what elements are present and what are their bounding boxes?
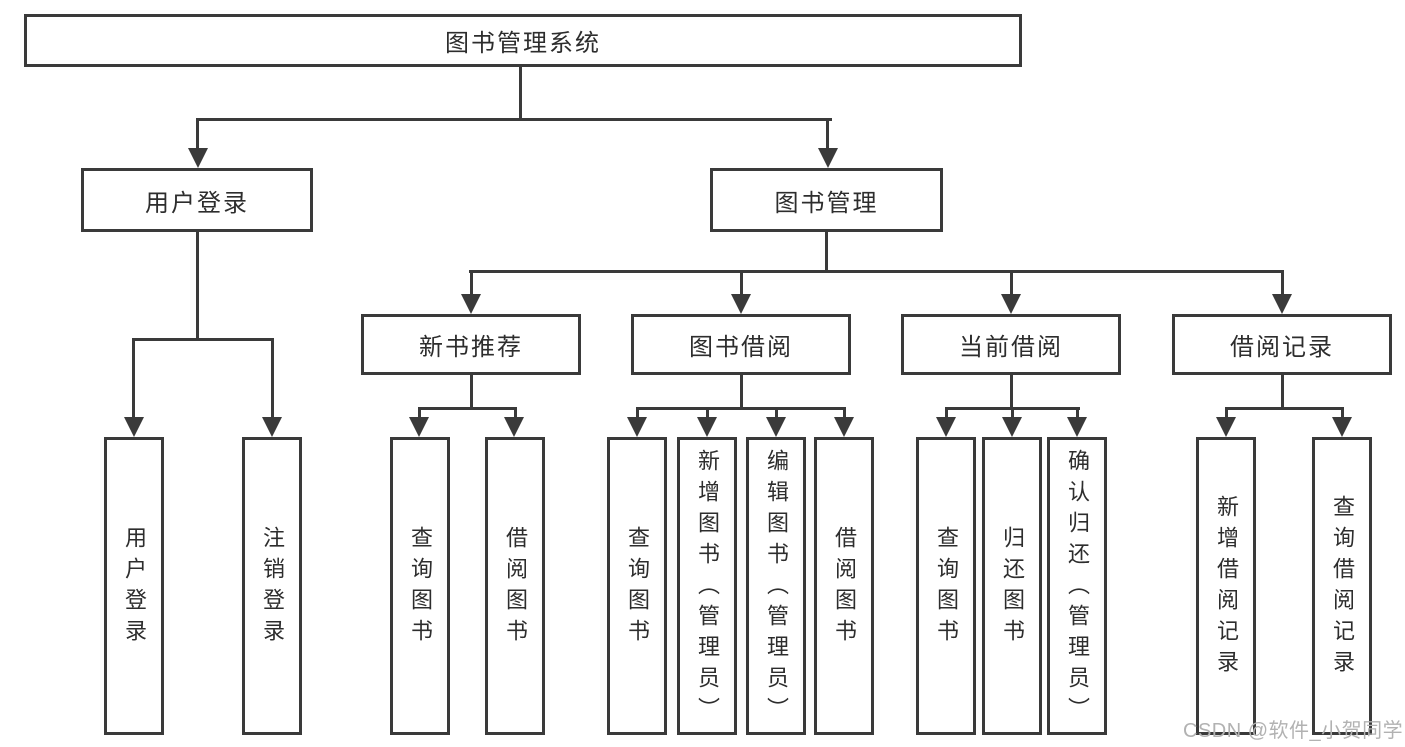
connector-line <box>843 407 846 419</box>
leaf-query-books-current: 查询图书 <box>916 437 976 735</box>
leaf-return-books: 归还图书 <box>982 437 1042 735</box>
leaf-logout: 注销登录 <box>242 437 302 735</box>
arrow-down-icon <box>936 417 956 437</box>
node-current-borrowing: 当前借阅 <box>901 314 1121 375</box>
connector-line <box>132 338 274 341</box>
arrow-down-icon <box>1272 294 1292 314</box>
arrow-down-icon <box>262 417 282 437</box>
connector-line <box>636 407 846 410</box>
arrow-down-icon <box>818 148 838 168</box>
leaf-query-books-borrowing: 查询图书 <box>607 437 667 735</box>
connector-line <box>470 270 473 296</box>
arrow-down-icon <box>731 294 751 314</box>
connector-line <box>706 407 709 419</box>
arrow-down-icon <box>188 148 208 168</box>
arrow-down-icon <box>627 417 647 437</box>
connector-line <box>1010 270 1013 296</box>
connector-line <box>514 407 517 419</box>
arrow-down-icon <box>124 417 144 437</box>
connector-line <box>519 67 522 120</box>
arrow-down-icon <box>504 417 524 437</box>
connector-line <box>418 407 421 419</box>
node-new-book-recommendation: 新书推荐 <box>361 314 581 375</box>
arrow-down-icon <box>1067 417 1087 437</box>
connector-line <box>1281 270 1284 296</box>
connector-line <box>740 375 743 409</box>
connector-line <box>196 118 832 121</box>
node-user-login: 用户登录 <box>81 168 313 232</box>
connector-line <box>418 407 517 410</box>
connector-line <box>1076 407 1079 419</box>
connector-line <box>132 338 135 417</box>
leaf-borrow-books-recommend: 借阅图书 <box>485 437 545 735</box>
leaf-user-login: 用户登录 <box>104 437 164 735</box>
leaf-confirm-return-admin: 确认归还（管理员） <box>1047 437 1107 735</box>
connector-line <box>1341 407 1344 419</box>
connector-line <box>636 407 639 419</box>
arrow-down-icon <box>1002 417 1022 437</box>
arrow-down-icon <box>697 417 717 437</box>
connector-line <box>1225 407 1228 419</box>
leaf-query-books-recommend: 查询图书 <box>390 437 450 735</box>
node-library-management-system: 图书管理系统 <box>24 14 1022 67</box>
leaf-borrow-books-borrowing: 借阅图书 <box>814 437 874 735</box>
connector-line <box>1281 375 1284 409</box>
watermark: CSDN @软件_小贺同学 <box>1183 720 1404 742</box>
connector-line <box>1011 407 1014 419</box>
arrow-down-icon <box>1001 294 1021 314</box>
node-borrowing-records: 借阅记录 <box>1172 314 1392 375</box>
connector-line <box>775 407 778 419</box>
connector-line <box>469 270 1283 273</box>
arrow-down-icon <box>409 417 429 437</box>
node-book-borrowing: 图书借阅 <box>631 314 851 375</box>
arrow-down-icon <box>1216 417 1236 437</box>
leaf-add-borrow-record: 新增借阅记录 <box>1196 437 1256 735</box>
arrow-down-icon <box>834 417 854 437</box>
arrow-down-icon <box>1332 417 1352 437</box>
leaf-edit-books-admin: 编辑图书（管理员） <box>746 437 806 735</box>
connector-line <box>740 270 743 296</box>
connector-line <box>1010 375 1013 409</box>
connector-line <box>196 232 199 340</box>
arrow-down-icon <box>766 417 786 437</box>
connector-line <box>470 375 473 409</box>
node-book-management: 图书管理 <box>710 168 943 232</box>
connector-line <box>945 407 948 419</box>
leaf-add-books-admin: 新增图书（管理员） <box>677 437 737 735</box>
connector-line <box>826 118 829 151</box>
connector-line <box>1225 407 1344 410</box>
connector-line <box>825 232 828 272</box>
leaf-query-borrow-record: 查询借阅记录 <box>1312 437 1372 735</box>
connector-line <box>271 338 274 417</box>
arrow-down-icon <box>461 294 481 314</box>
connector-line <box>196 118 199 151</box>
